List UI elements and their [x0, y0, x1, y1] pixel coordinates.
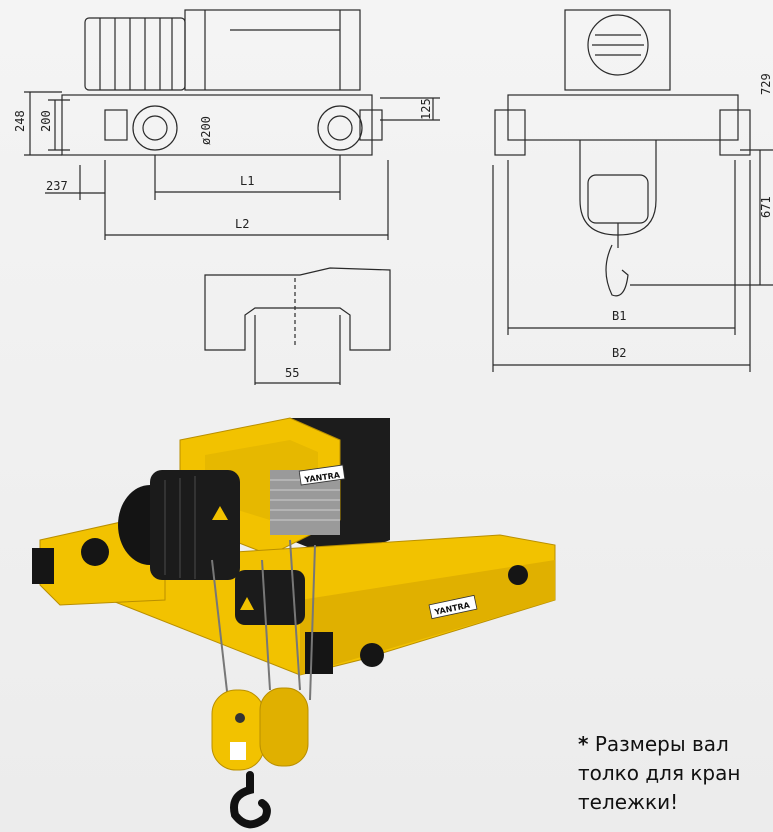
dimensions-footnote: * Размеры вал толко для кран тележки! — [578, 730, 773, 817]
footnote-line-3: тележки! — [578, 790, 679, 814]
dim-end: 237 — [46, 179, 68, 193]
footnote-line-1: * Размеры вал — [578, 730, 773, 759]
front-view-drawing — [492, 9, 773, 372]
dim-l1: L1 — [240, 174, 254, 188]
hoist-trolley-illustration: YANTRA YANTRA — [32, 417, 556, 829]
dim-b2: B2 — [612, 346, 626, 360]
footnote-line-2: толко для кран — [578, 761, 741, 785]
dim-front-top: 729 — [759, 73, 773, 95]
dim-wheel-diameter: ø200 — [199, 116, 213, 145]
footnote-text-1: Размеры вал — [588, 732, 729, 756]
dim-total-height: 248 — [13, 110, 27, 132]
dim-rail-width: 55 — [285, 366, 299, 380]
dim-front-side: 671 — [759, 196, 773, 218]
side-view-drawing — [24, 9, 440, 240]
dim-l2: L2 — [235, 217, 249, 231]
rail-profile-drawing — [204, 267, 391, 385]
dim-body-height: 200 — [39, 110, 53, 132]
dim-offset: 125 — [419, 98, 433, 120]
dim-b1: B1 — [612, 309, 626, 323]
asterisk-mark: * — [578, 732, 589, 756]
